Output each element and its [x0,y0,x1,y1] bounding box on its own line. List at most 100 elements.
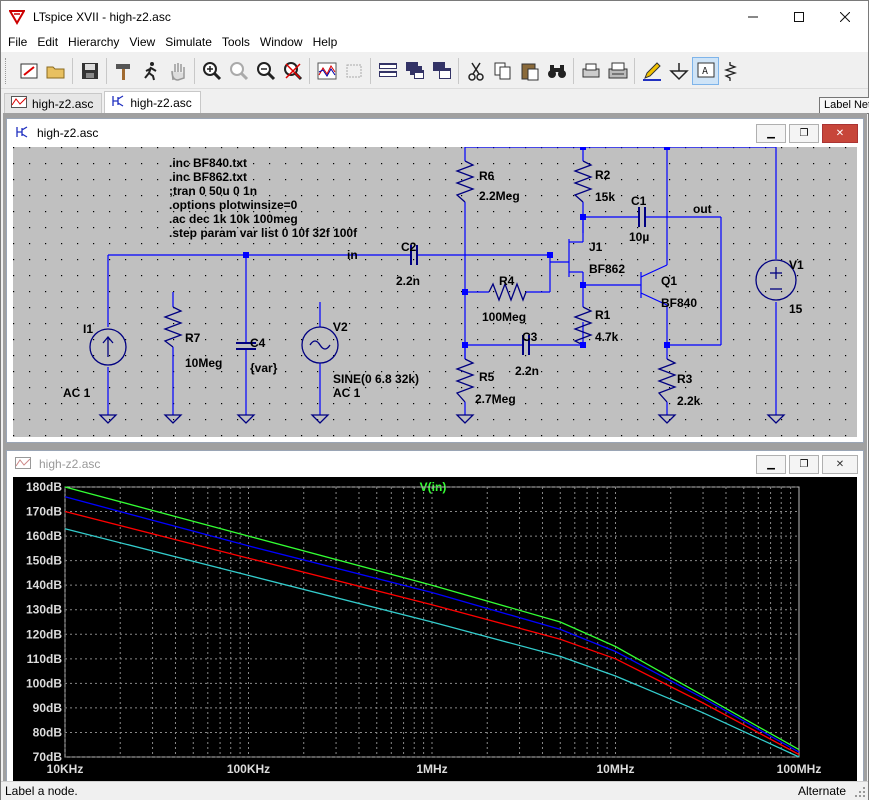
print-icon[interactable] [604,57,631,85]
directive-line[interactable]: .inc BF840.txt [169,156,247,170]
v2-ac-value[interactable]: AC 1 [333,386,361,400]
directive-line[interactable]: .options plotwinsize=0 [169,198,298,212]
schematic-window-titlebar[interactable]: high-z2.asc ▁ ❐ ✕ [7,119,863,147]
r2-value[interactable]: 15k [595,190,615,204]
resize-grip-icon[interactable] [854,786,866,798]
close-button[interactable] [822,1,868,32]
c2-name[interactable]: C2 [401,240,417,254]
copy-icon[interactable] [489,57,516,85]
waveform-window-titlebar[interactable]: high-z2.asc ▁ ❐ ✕ [7,451,863,477]
series-line[interactable] [64,528,800,758]
waveform-minimize-button[interactable]: ▁ [756,454,786,474]
resistor-icon[interactable] [719,57,746,85]
menu-file[interactable]: File [8,35,28,49]
label-net-icon[interactable]: A [692,56,719,85]
tab-schematic[interactable]: high-z2.asc [104,91,201,113]
pan-icon[interactable] [225,57,252,85]
schematic-close-button[interactable]: ✕ [822,123,858,143]
menu-edit[interactable]: Edit [37,35,59,49]
menu-hierarchy[interactable]: Hierarchy [68,35,120,49]
c3-value[interactable]: 2.2n [515,364,539,378]
schematic-canvas[interactable]: .inc BF840.txt .inc BF862.txt ;tran 0 50… [13,147,857,437]
x-tick-label: 100MHz [777,762,822,776]
new-schematic-icon[interactable] [15,57,42,85]
net-label-out[interactable]: out [693,202,712,216]
i1-name[interactable]: I1 [83,322,93,336]
c4-name[interactable]: C4 [250,336,266,350]
c3-name[interactable]: C3 [522,330,538,344]
control-panel-hammer-icon[interactable] [110,57,137,85]
r2-name[interactable]: R2 [595,168,611,182]
open-folder-icon[interactable] [42,57,69,85]
r4-name[interactable]: R4 [499,274,515,288]
tile-vertical-icon[interactable] [428,57,455,85]
r7-value[interactable]: 10Meg [185,356,222,370]
j1-value[interactable]: BF862 [589,262,625,276]
print-setup-icon[interactable] [577,57,604,85]
v1-name[interactable]: V1 [789,258,804,272]
zoom-in-icon[interactable] [198,57,225,85]
toolbar-grip[interactable] [5,57,9,84]
r3-name[interactable]: R3 [677,372,693,386]
c4-value[interactable]: {var} [250,361,278,375]
schematic-minimize-button[interactable]: ▁ [756,123,786,143]
directive-line[interactable]: ;tran 0 50u 0 1n [169,184,257,198]
menu-help[interactable]: Help [312,35,338,49]
r3-value[interactable]: 2.2k [677,394,701,408]
c2-value[interactable]: 2.2n [396,274,420,288]
q1-value[interactable]: BF840 [661,296,697,310]
ground-icon[interactable] [665,57,692,85]
zoom-out-icon[interactable] [252,57,279,85]
q1-name[interactable]: Q1 [661,274,677,288]
r7-name[interactable]: R7 [185,331,201,345]
r1-value[interactable]: 4.7k [595,330,619,344]
waveform-close-button[interactable]: ✕ [822,454,858,474]
mdi-area: high-z2.asc ▁ ❐ ✕ [3,113,867,784]
menu-tools[interactable]: Tools [221,35,250,49]
find-binoculars-icon[interactable] [543,57,570,85]
menu-simulate[interactable]: Simulate [165,35,212,49]
v2-value[interactable]: SINE(0 6.8 32k) [333,372,419,386]
run-icon[interactable] [137,57,164,85]
waveform-plot[interactable]: V(in) 180dB170dB160dB150dB140dB130dB120d… [13,477,857,784]
minimize-button[interactable] [730,1,776,32]
cut-scissors-icon[interactable] [462,57,489,85]
draw-wire-pencil-icon[interactable] [638,57,665,85]
y-tick-label: 80dB [33,725,63,739]
net-label-in[interactable]: in [347,248,358,262]
menu-view[interactable]: View [129,35,156,49]
directive-line[interactable]: .inc BF862.txt [169,170,247,184]
maximize-button[interactable] [776,1,822,32]
r6-value[interactable]: 2.2Meg [479,189,520,203]
paste-icon[interactable] [516,57,543,85]
zoom-fit-icon[interactable] [279,57,306,85]
c1-name[interactable]: C1 [631,194,647,208]
r6-name[interactable]: R6 [479,169,495,183]
j1-name[interactable]: J1 [589,240,603,254]
series-line[interactable] [64,510,800,756]
series-line[interactable] [64,486,800,751]
tab-waveform[interactable]: high-z2.asc [4,93,103,113]
r1-name[interactable]: R1 [595,308,611,322]
r5-name[interactable]: R5 [479,370,495,384]
c1-value[interactable]: 10µ [629,230,649,244]
series-line[interactable] [64,496,800,753]
halt-hand-icon[interactable] [164,57,191,85]
save-icon[interactable] [76,57,103,85]
menu-window[interactable]: Window [259,35,303,49]
v1-value[interactable]: 15 [789,302,803,316]
i1-value[interactable]: AC 1 [63,386,91,400]
directive-line[interactable]: .ac dec 1k 10k 100meg [169,212,298,226]
cascade-windows-icon[interactable] [401,57,428,85]
symbol-view-icon[interactable] [340,57,367,85]
waveform-view-icon[interactable] [313,57,340,85]
v2-name[interactable]: V2 [333,320,348,334]
r5-value[interactable]: 2.7Meg [475,392,516,406]
tile-horizontal-icon[interactable] [374,57,401,85]
directive-line[interactable]: .step param var list 0 10f 32f 100f [169,226,358,240]
r4-value[interactable]: 100Meg [482,310,526,324]
y-tick-label: 140dB [26,578,62,592]
schematic-restore-button[interactable]: ❐ [789,123,819,143]
waveform-restore-button[interactable]: ❐ [789,454,819,474]
